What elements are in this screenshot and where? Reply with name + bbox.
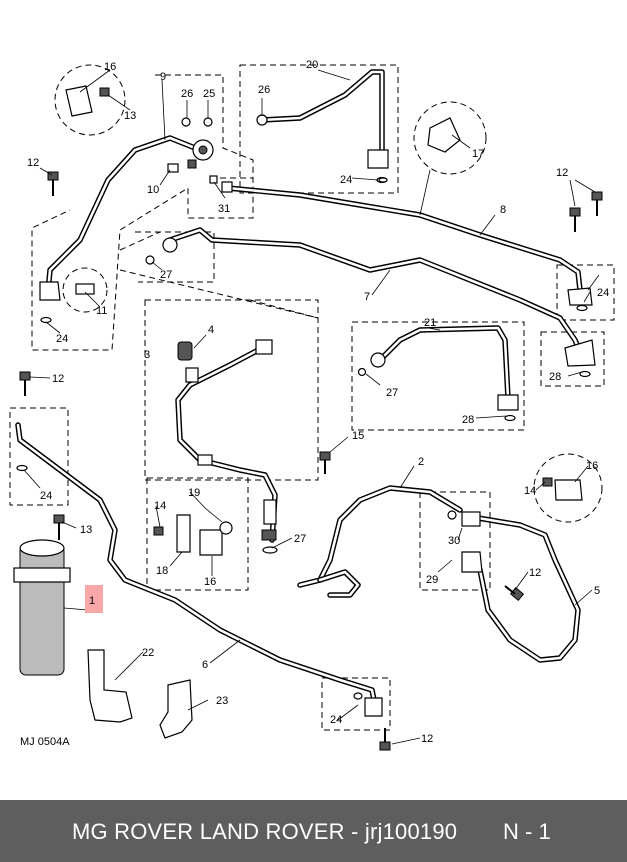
- callout-10[interactable]: 10: [147, 184, 159, 196]
- callout-labels: 1 2 3 4 5 6 7 8 9 10 11 12 12 12 12 12 1…: [27, 59, 609, 745]
- callout-22[interactable]: 22: [142, 647, 154, 659]
- callout-23[interactable]: 23: [216, 695, 228, 707]
- footer-title: MG ROVER LAND ROVER - jrj100190: [72, 819, 458, 844]
- bracket-22: [87, 649, 133, 723]
- pipe-9-end-block: [39, 281, 61, 301]
- callout-27-b[interactable]: 27: [386, 387, 398, 399]
- callout-11[interactable]: 11: [96, 305, 107, 317]
- callout-28-a[interactable]: 28: [549, 371, 561, 383]
- callout-12-a[interactable]: 12: [27, 157, 39, 169]
- callout-29[interactable]: 29: [426, 574, 438, 586]
- callout-5[interactable]: 5: [594, 585, 600, 597]
- callout-12-d[interactable]: 12: [529, 567, 541, 579]
- bracket-17: [427, 117, 461, 153]
- footer-page-number: N - 1: [503, 819, 551, 844]
- callout-18[interactable]: 18: [156, 565, 168, 577]
- callout-24-d[interactable]: 24: [40, 490, 52, 502]
- callout-2[interactable]: 2: [418, 456, 424, 468]
- leader-lines: [23, 69, 600, 745]
- callout-7[interactable]: 7: [364, 291, 370, 303]
- diagram-reference-code: MJ 0504A: [20, 736, 70, 748]
- callout-19[interactable]: 19: [188, 487, 200, 499]
- callout-16-c[interactable]: 16: [586, 460, 598, 472]
- callout-26-a[interactable]: 26: [181, 88, 193, 100]
- callout-12-c[interactable]: 12: [556, 167, 568, 179]
- callout-1[interactable]: 1: [89, 595, 95, 607]
- callout-25[interactable]: 25: [203, 88, 215, 100]
- callout-17[interactable]: 17: [472, 148, 484, 160]
- callout-24-c[interactable]: 24: [597, 287, 609, 299]
- callout-30[interactable]: 30: [448, 535, 460, 547]
- callout-3[interactable]: 3: [144, 349, 150, 361]
- highlighted-part-marker: [85, 585, 103, 613]
- cap-4: [177, 341, 193, 361]
- callout-24-b[interactable]: 24: [340, 174, 352, 186]
- group-outlines: [9, 64, 615, 731]
- callout-13-a[interactable]: 13: [124, 110, 136, 122]
- callout-6[interactable]: 6: [202, 659, 208, 671]
- ac-pipework-diagram: 1 2 3 4 5 6 7 8 9 10 11 12 12 12 12 12 1…: [9, 59, 615, 751]
- callout-16-b[interactable]: 16: [204, 576, 216, 588]
- callout-20[interactable]: 20: [306, 59, 318, 71]
- callout-14-a[interactable]: 14: [154, 500, 166, 512]
- callout-28-b[interactable]: 28: [462, 414, 474, 426]
- callout-13-b[interactable]: 13: [80, 524, 92, 536]
- callout-27-a[interactable]: 27: [160, 269, 172, 281]
- callout-21[interactable]: 21: [424, 317, 436, 329]
- callout-9[interactable]: 9: [160, 71, 166, 83]
- footer-bar: MG ROVER LAND ROVER - jrj100190 N - 1: [0, 800, 627, 862]
- callout-26-b[interactable]: 26: [258, 84, 270, 96]
- pipe-20-bracket: [367, 149, 389, 169]
- receiver-drier: [19, 544, 65, 676]
- fittings: [13, 64, 603, 751]
- callout-15[interactable]: 15: [352, 430, 364, 442]
- callout-31[interactable]: 31: [218, 203, 230, 215]
- callout-8[interactable]: 8: [500, 204, 506, 216]
- bracket-23: [159, 679, 193, 739]
- callout-14-b[interactable]: 14: [524, 485, 536, 497]
- callout-27-c[interactable]: 27: [294, 533, 306, 545]
- callout-24-a[interactable]: 24: [56, 333, 68, 345]
- callout-12-e[interactable]: 12: [421, 733, 433, 745]
- callout-12-b[interactable]: 12: [52, 373, 64, 385]
- callout-24-e[interactable]: 24: [330, 714, 342, 726]
- callout-16-a[interactable]: 16: [104, 61, 116, 73]
- callout-4[interactable]: 4: [208, 324, 214, 336]
